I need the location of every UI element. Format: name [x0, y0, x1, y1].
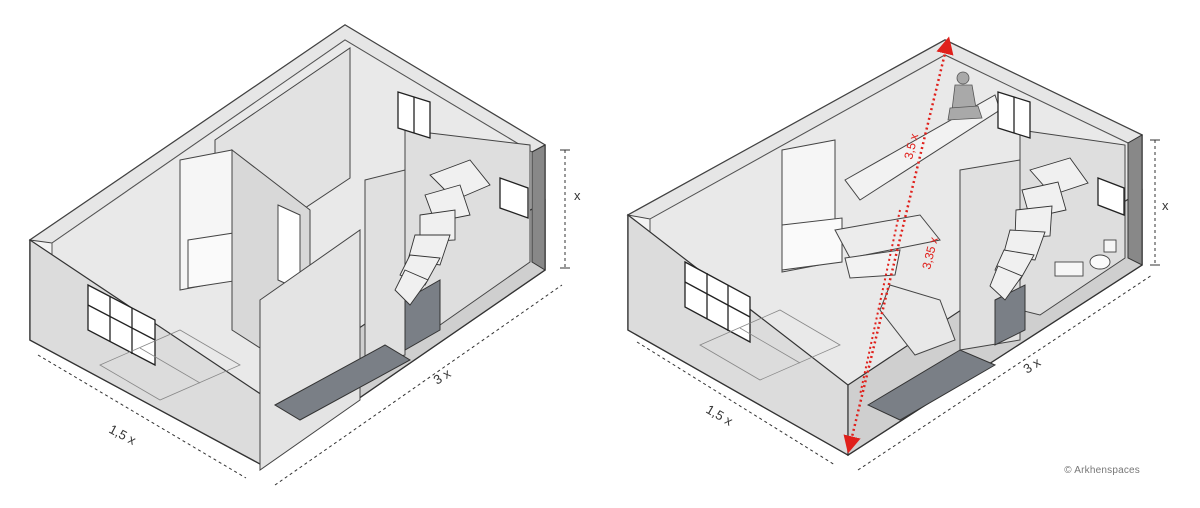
left-length-label: 3 x — [431, 365, 454, 387]
right-dimension-height: x — [1150, 139, 1169, 266]
right-height-label: x — [1162, 198, 1169, 213]
right-window-front — [684, 260, 751, 344]
left-window-front — [87, 283, 156, 367]
right-diagonal-measure: 3,5 x 3,35 x — [843, 36, 954, 454]
left-height-label: x — [574, 188, 581, 203]
right-width-label: 1,5 x — [704, 402, 736, 429]
left-dimension-height: x — [560, 149, 581, 269]
right-isometric-model — [626, 39, 1144, 457]
diagonal-upper-label: 3,5 x — [901, 132, 921, 161]
person-figure — [947, 71, 983, 121]
left-width-label: 1,5 x — [107, 421, 139, 448]
left-window-back — [397, 91, 529, 219]
right-window-back — [997, 91, 1125, 216]
copyright-text: © Arkhenspaces — [1064, 465, 1140, 476]
left-isometric-model — [28, 24, 547, 471]
right-length-label: 3 x — [1020, 354, 1043, 376]
